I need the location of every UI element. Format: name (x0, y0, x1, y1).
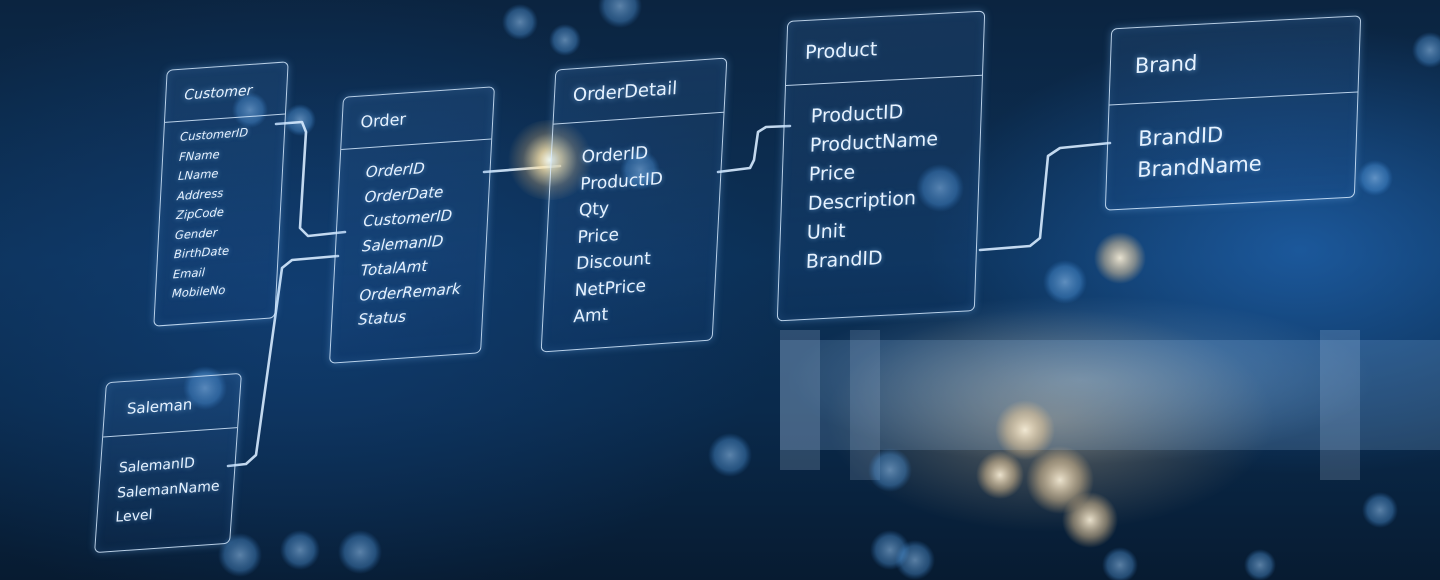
table-order: Order OrderID OrderDate CustomerID Salem… (329, 86, 495, 364)
field-list: ProductID ProductName Price Description … (779, 76, 982, 279)
table-brand: Brand BrandID BrandName (1104, 15, 1362, 211)
table-orderdetail: OrderDetail OrderID ProductID Qty Price … (540, 57, 728, 353)
link-customer-order (274, 120, 347, 238)
table-header: Customer (164, 62, 288, 123)
table-header: Product (785, 11, 985, 86)
field-list: OrderID ProductID Qty Price Discount Net… (543, 113, 724, 333)
link-saleman-order (226, 254, 340, 468)
table-title: OrderDetail (572, 77, 678, 107)
table-customer: Customer CustomerID FName LName Address … (153, 61, 289, 327)
table-title: Product (804, 37, 878, 64)
table-title: Customer (183, 82, 253, 104)
table-title: Brand (1134, 50, 1198, 78)
link-product-brand (978, 141, 1112, 252)
table-title: Order (360, 109, 407, 132)
link-orderdetail-product (716, 124, 792, 174)
table-header: Saleman (103, 373, 241, 438)
table-saleman: Saleman SalemanID SalemanName Level (94, 372, 242, 554)
field-list: BrandID BrandName (1107, 92, 1358, 187)
field-list: OrderID OrderDate CustomerID SalemanID T… (332, 139, 492, 334)
field-list: SalemanID SalemanName Level (97, 428, 238, 531)
table-header: Brand (1109, 16, 1361, 106)
light-flare (505, 120, 595, 200)
table-product: Product ProductID ProductName Price Desc… (776, 10, 986, 322)
field-list: CustomerID FName LName Address ZipCode G… (155, 115, 285, 306)
table-title: Saleman (126, 394, 194, 418)
